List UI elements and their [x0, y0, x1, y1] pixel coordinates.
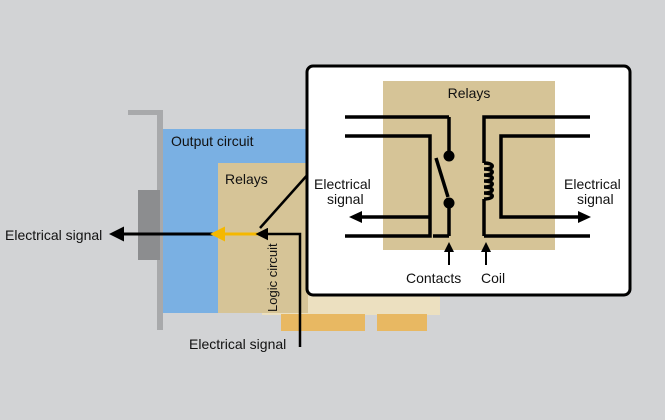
- callout-right-signal-label: signal: [577, 191, 614, 207]
- electrical-signal-in-label: Electrical signal: [189, 336, 286, 352]
- logic-circuit-label: Logic circuit: [265, 243, 280, 312]
- callout-pointer: [259, 171, 311, 229]
- output-circuit-label: Output circuit: [171, 133, 254, 149]
- relay-callout-title: Relays: [448, 85, 491, 101]
- callout-left-signal-label: Electrical: [314, 176, 371, 192]
- electrical-signal-out-label: Electrical signal: [5, 227, 102, 243]
- relay-signal-arrowheads: [349, 211, 591, 223]
- relay-coil: [483, 161, 494, 201]
- bracket-connector: [138, 190, 160, 260]
- input-signal-path: [255, 227, 302, 347]
- coil-label: Coil: [481, 270, 505, 286]
- relay-contact-points: [443, 150, 455, 209]
- contacts-label: Contacts: [406, 270, 461, 286]
- callout-left-signal-label: signal: [327, 191, 364, 207]
- relay-wiring: [345, 115, 590, 238]
- callout-right-signal-label: Electrical: [564, 176, 621, 192]
- relays-board-label: Relays: [225, 171, 268, 187]
- relay-callout-block: [383, 81, 555, 250]
- connector-pad: [281, 314, 365, 331]
- connector-pad: [377, 314, 427, 331]
